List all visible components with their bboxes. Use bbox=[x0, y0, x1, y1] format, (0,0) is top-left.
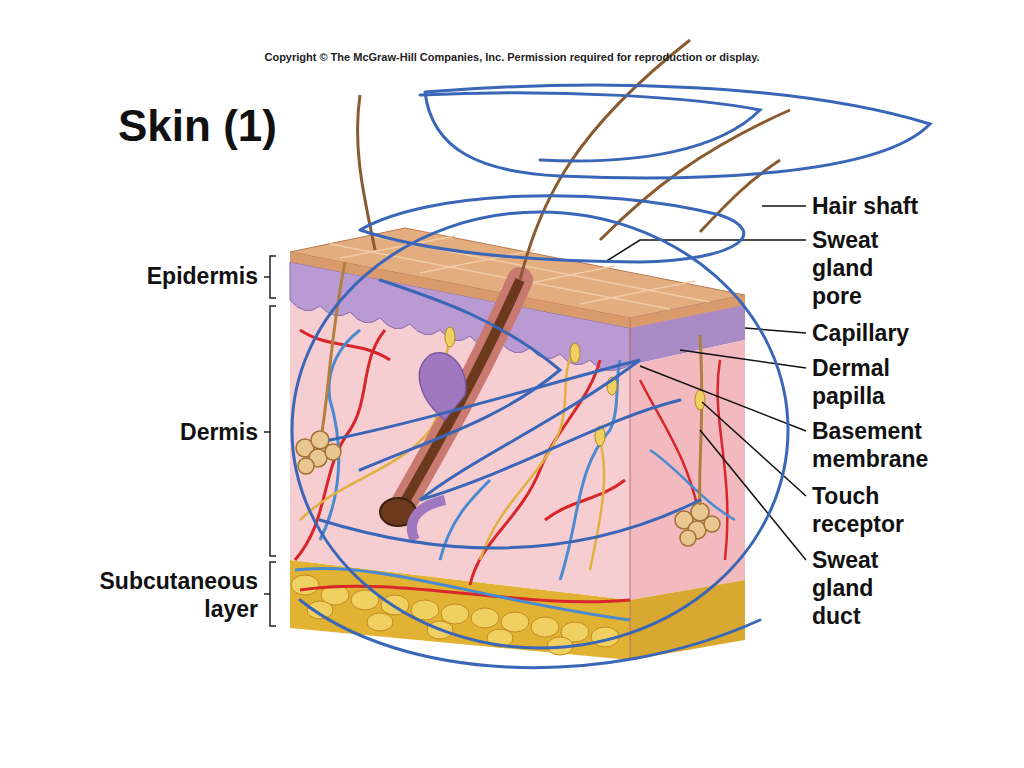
part-label: Touch receptor bbox=[812, 482, 932, 538]
skin-front-face bbox=[290, 252, 630, 660]
pen-scribble bbox=[330, 360, 680, 500]
sweat-gland bbox=[325, 444, 341, 460]
skin-side-face bbox=[704, 516, 720, 532]
blood-vessels bbox=[295, 568, 630, 620]
skin-side-face bbox=[630, 295, 745, 328]
sweat-gland bbox=[311, 431, 329, 449]
skin-front-face bbox=[531, 617, 559, 637]
skin-front-face bbox=[367, 613, 393, 631]
sweat-gland bbox=[296, 431, 341, 474]
hair-follicle bbox=[400, 280, 520, 510]
skin-side-face bbox=[630, 580, 745, 660]
layer-bracket bbox=[264, 256, 276, 298]
hair-shafts bbox=[358, 40, 790, 280]
leader-line bbox=[605, 240, 806, 262]
leader-line bbox=[745, 328, 806, 333]
skin-front-face bbox=[441, 604, 469, 624]
skin-front-face bbox=[291, 575, 319, 595]
pen-scribble bbox=[292, 85, 930, 667]
blood-vessels bbox=[545, 480, 625, 520]
leader-line bbox=[605, 206, 806, 560]
layer-bracket bbox=[264, 256, 276, 626]
pen-scribble bbox=[360, 280, 560, 470]
pen-scribble bbox=[292, 212, 788, 648]
part-label: Sweat gland pore bbox=[812, 226, 912, 310]
copyright-note: Copyright © The McGraw-Hill Companies, I… bbox=[162, 50, 862, 64]
hair-shafts bbox=[600, 110, 790, 240]
pen-scribble bbox=[300, 600, 760, 668]
leader-line bbox=[762, 205, 806, 207]
layer-label: Epidermis bbox=[98, 262, 258, 290]
part-label: Capillary bbox=[812, 319, 992, 347]
layer-label: Dermis bbox=[98, 418, 258, 446]
part-label: Dermal papilla bbox=[812, 354, 922, 410]
part-label: Hair shaft bbox=[812, 192, 992, 220]
layer-label: Subcutaneous layer bbox=[78, 567, 258, 623]
pen-scribble bbox=[320, 500, 700, 548]
sweat-gland bbox=[298, 458, 314, 474]
skin-side-face bbox=[630, 340, 745, 600]
hair-follicle bbox=[400, 280, 520, 510]
skin-side-face bbox=[640, 360, 727, 560]
sweat-gland-duct bbox=[322, 262, 345, 432]
layer-bracket bbox=[264, 306, 276, 556]
blood-vessels bbox=[295, 330, 630, 620]
pen-scribble bbox=[360, 196, 744, 262]
hair-shafts bbox=[700, 160, 780, 232]
touch-receptors bbox=[445, 327, 455, 347]
skin-side-face bbox=[650, 450, 735, 520]
part-label: Sweat gland duct bbox=[812, 546, 912, 630]
leader-line bbox=[702, 402, 806, 496]
skin-front-face bbox=[471, 608, 499, 628]
skin-front-face bbox=[501, 612, 529, 632]
skin-side-face bbox=[700, 335, 702, 505]
nerves bbox=[590, 440, 604, 570]
diagram-title: Skin (1) bbox=[118, 100, 277, 152]
skin-side-face bbox=[695, 390, 705, 410]
nerves bbox=[300, 340, 604, 570]
skin-side-face bbox=[680, 530, 696, 546]
part-label: Basement membrane bbox=[812, 417, 962, 473]
pen-scribble bbox=[420, 93, 760, 161]
touch-receptors bbox=[570, 343, 580, 363]
layer-bracket bbox=[264, 562, 276, 626]
leader-line bbox=[680, 350, 806, 368]
hair-follicle bbox=[412, 500, 445, 540]
